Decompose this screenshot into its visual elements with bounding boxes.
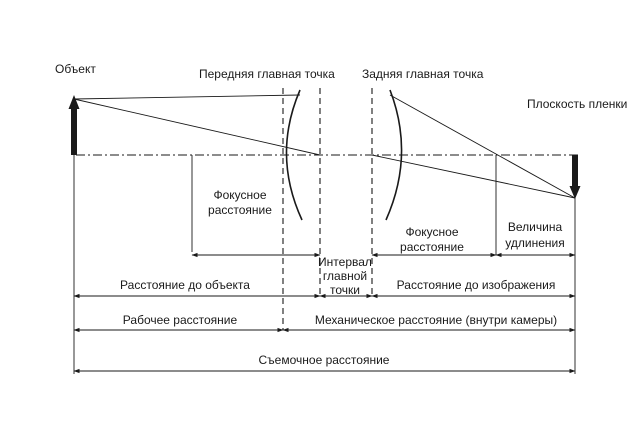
image-arrow <box>569 155 581 199</box>
mechanical-distance-label: Механическое расстояние (внутри камеры) <box>315 313 557 327</box>
object-label: Объект <box>55 62 96 76</box>
extension-label-line1: Величина <box>508 220 563 234</box>
front-lens-surface <box>285 89 303 221</box>
ray-rear-point-to-image <box>371 154 576 199</box>
image-distance-label: Расстояние до изображения <box>397 278 556 292</box>
ray-rear-to-image <box>389 94 576 199</box>
extension-label-line2: удлинения <box>505 236 564 250</box>
rear-focal-label-line2: расстояние <box>400 240 464 254</box>
rear-focal-label-line1: Фокусное <box>405 225 458 239</box>
object-distance-label: Расстояние до объекта <box>120 278 250 292</box>
front-focal-label-line2: расстояние <box>208 203 272 217</box>
principal-interval-label-line3: точки <box>330 283 360 297</box>
ray-object-to-front-point <box>73 98 321 156</box>
ray-parallel-front <box>73 94 301 100</box>
working-distance-label: Рабочее расстояние <box>123 313 238 327</box>
principal-interval-label-line2: главной <box>323 269 367 283</box>
front-principal-point-label: Передняя главная точка <box>199 67 335 81</box>
object-arrow <box>68 95 80 155</box>
front-focal-label-line1: Фокусное <box>213 188 266 202</box>
rear-lens-surface <box>385 89 403 221</box>
rear-principal-point-label: Задняя главная точка <box>362 67 484 81</box>
principal-interval-label-line1: Интервал <box>318 255 372 269</box>
film-plane-label: Плоскость пленки <box>527 97 627 111</box>
shooting-distance-label: Съемочное расстояние <box>259 353 390 367</box>
